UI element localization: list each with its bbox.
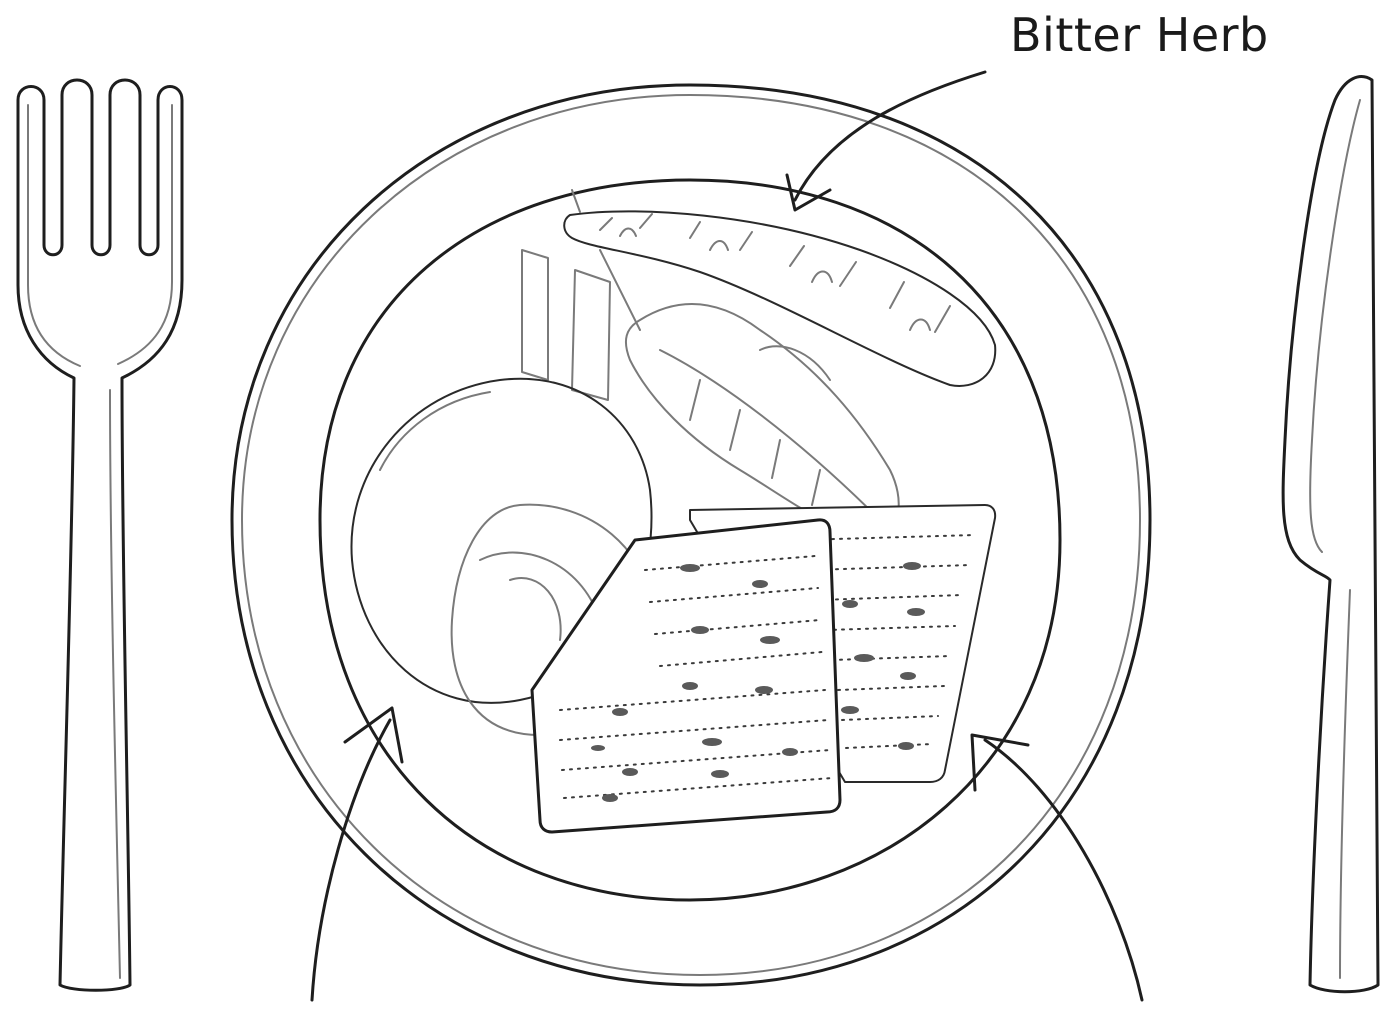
shank-bone-illustration bbox=[522, 250, 640, 400]
bitter-herb-label: Bitter Herb bbox=[1010, 8, 1269, 62]
greens-illustration bbox=[626, 304, 899, 535]
fork-icon bbox=[18, 80, 182, 990]
knife-icon bbox=[1283, 77, 1378, 992]
matzah-front-illustration bbox=[532, 520, 840, 832]
arrow-bottom-left bbox=[312, 708, 402, 1000]
arrow-to-bitter-herb bbox=[787, 72, 985, 210]
